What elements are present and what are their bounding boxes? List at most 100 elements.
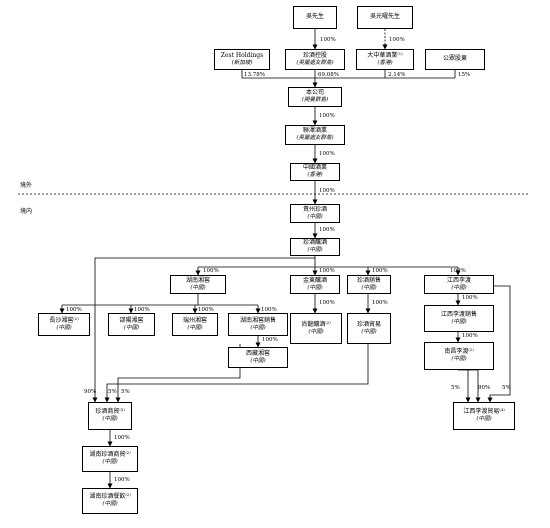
xizang-xiangjiao-box: 西藏湘窖 (中國) [228,347,288,368]
pct-to-changsha: 100% [66,307,82,313]
zhenjiu-commerce-sub: (中國) [102,416,118,423]
hunan-xiangjiao-sales-sub: (中國) [250,324,266,331]
zhenjiu-trade-name: 珍酒貿易 [356,320,381,328]
pct-china-guizhou: 100% [319,188,335,194]
changsha-xiangjiao-name: 長沙湘窖⁽²⁾ [49,316,79,324]
pct-to-hunan-xiangjiao: 100% [203,268,219,274]
zhenjiu-holdings-sub: (英屬處女群島) [296,59,334,66]
jiangxi-lidu-trade-box: 江西李渡貿易⁽⁴⁾ (中國) [453,402,515,430]
pct-to-hunan-commerce: 100% [114,435,130,441]
jiangxi-lidu-trade-sub: (中國) [476,416,492,423]
pct-zest: 13.78% [244,72,265,78]
nanchang-lidu-name: 南昌李渡⁽²⁾ [444,348,474,356]
mr-wu-guangyao-name: 吳光曜先生 [369,13,400,21]
hunan-zhenjiu-commerce-sub: (中國) [102,459,118,466]
dazhong-huaxia-name: 大中華酒業⁽¹⁾ [367,51,403,59]
pct-to-xizang: 100% [262,337,278,343]
domestic-label: 境内 [20,208,33,215]
hunan-zhenjiu-catering-name: 湖南珍酒餐飲⁽²⁾ [89,493,131,501]
pct-to-nanchang: 100% [462,333,478,339]
shaoyang-xiangjiao-sub: (中國) [123,324,140,331]
public-shareholders-name: 公眾股東 [442,55,467,63]
changsha-xiangjiao-sub: (中國) [56,324,72,331]
pct-lidutrade-5a: 5% [451,385,460,391]
mr-wu-name: 吳先生 [305,13,324,21]
zhenjiu-niang-sub: (中國) [307,247,323,254]
xizang-xiangjiao-sub: (中國) [250,357,266,364]
jiangxi-lidu-name: 江西李渡 [446,276,471,284]
pct-to-hunan-catering: 100% [114,477,130,483]
pct-to-shaoyang: 100% [134,307,150,313]
yongzhou-xiangjiao-name: 瑞州湘窖 [182,316,207,324]
pct-lidutrade-90: 90% [478,385,491,391]
hunan-xiangjiao-sales-box: 湖南湘窖銷售 (中國) [228,313,288,336]
pct-wugy-to-dazhong: 100% [389,37,405,43]
zhenjiu-commerce-name: 珍酒商貿⁽³⁾ [95,408,125,416]
pct-lidutrade-5b: 5% [502,385,511,391]
pct-to-jiangxi-lidu: 100% [450,268,466,274]
zhenjiu-sales-name: 珍酒銷售 [356,276,381,284]
yongzhou-xiangjiao-sub: (中國) [187,324,203,331]
pct-commerce-5a: 5% [108,389,117,395]
pct-to-jinguan: 100% [319,268,335,274]
yongzhou-xiangjiao-box: 瑞州湘窖 (中國) [172,313,218,336]
zhenze-liquor-box: 聯澤酒業 (英屬處女群島) [285,125,345,145]
guizhou-zhenjiu-box: 貴州珍酒 (中國) [290,204,340,223]
pct-company-zhenze: 100% [319,113,335,119]
guizhou-zhenjiu-sub: (中國) [307,213,323,220]
china-liquor-sub: (香港) [307,172,323,179]
pct-commerce-90: 90% [84,389,97,395]
hunan-zhenjiu-commerce-box: 湖南珍酒商貿⁽²⁾ (中國) [82,446,138,472]
hunan-xiangjiao-name: 湖南湘窖 [185,276,210,284]
changsha-xiangjiao-box: 長沙湘窖⁽²⁾ (中國) [38,313,90,336]
jinguan-niang-box: 金東釀酒 (中國) [290,275,340,294]
jiangxi-lidu-trade-name: 江西李渡貿易⁽⁴⁾ [463,408,505,416]
pct-holdings: 69.08% [318,72,339,78]
guizhou-zhenjiu-name: 貴州珍酒 [302,205,327,213]
jiangxi-lidu-sub: (中國) [451,284,467,291]
hunan-xiangjiao-sub: (中國) [190,284,206,291]
shaoyang-xiangjiao-name: 邵陽湘窖 [119,316,144,324]
mr-wu-guangyao-box: 吳光曜先生 [357,6,413,29]
overseas-label: 境外 [20,182,33,189]
company-name: 本公司 [305,89,324,97]
shanglong-niang-name: 尚龍釀酒⁽²⁾ [301,320,331,328]
shaoyang-xiangjiao-box: 邵陽湘窖 (中國) [108,313,155,336]
jiangxi-lidu-sales-sub: (中國) [451,318,467,325]
hunan-xiangjiao-sales-name: 湖南湘窖銷售 [239,316,276,324]
pct-to-xiangjiao-sales: 100% [261,307,277,313]
pct-wu-to-holdings: 100% [320,37,336,43]
hunan-zhenjiu-catering-sub: (中國) [102,501,118,508]
china-liquor-name: 中國酒業 [302,164,327,172]
pct-to-zhenjiu-sales: 100% [372,268,388,274]
zest-holdings-box: Zest Holdings (新加坡) [214,49,270,70]
zhenjiu-trade-box: 珍酒貿易 (中國) [347,313,391,344]
zhenjiu-trade-sub: (中國) [361,328,377,335]
pct-dazhong: 2.14% [388,72,406,78]
dazhong-huaxia-box: 大中華酒業⁽¹⁾ (香港) [356,49,414,70]
zhenjiu-sales-sub: (中國) [361,284,377,291]
pct-to-lidu-sales: 100% [462,295,478,301]
jiangxi-lidu-sales-box: 江西李渡銷售 (中國) [424,305,494,332]
pct-public: 15% [458,72,471,78]
zhenjiu-sales-box: 珍酒銷售 (中國) [347,275,391,294]
company-box: 本公司 (開曼群島) [288,87,342,107]
nanchang-lidu-box: 南昌李渡⁽²⁾ (中國) [424,342,494,370]
hunan-xiangjiao-box: 湖南湘窖 (中國) [170,275,226,294]
zhenze-liquor-sub: (英屬處女群島) [296,135,334,142]
zhenze-liquor-name: 聯澤酒業 [302,127,327,135]
dazhong-huaxia-sub: (香港) [377,59,393,66]
jinguan-niang-name: 金東釀酒 [302,276,327,284]
pct-zhenze-china: 100% [319,151,335,157]
company-sub: (開曼群島) [301,97,329,104]
mr-wu-box: 吳先生 [293,6,337,29]
zhenjiu-niang-box: 珍酒釀酒 (中國) [290,238,340,256]
pct-guizhou-niang: 100% [319,227,335,233]
zest-holdings-sub: (新加坡) [231,59,253,66]
jiangxi-lidu-box: 江西李渡 (中國) [424,275,494,294]
hunan-zhenjiu-commerce-name: 湖南珍酒商貿⁽²⁾ [89,451,131,459]
zhenjiu-commerce-box: 珍酒商貿⁽³⁾ (中國) [88,402,132,430]
nanchang-lidu-sub: (中國) [451,356,467,363]
zhenjiu-holdings-name: 珍酒控股 [302,51,327,59]
zhenjiu-holdings-box: 珍酒控股 (英屬處女群島) [285,49,345,70]
